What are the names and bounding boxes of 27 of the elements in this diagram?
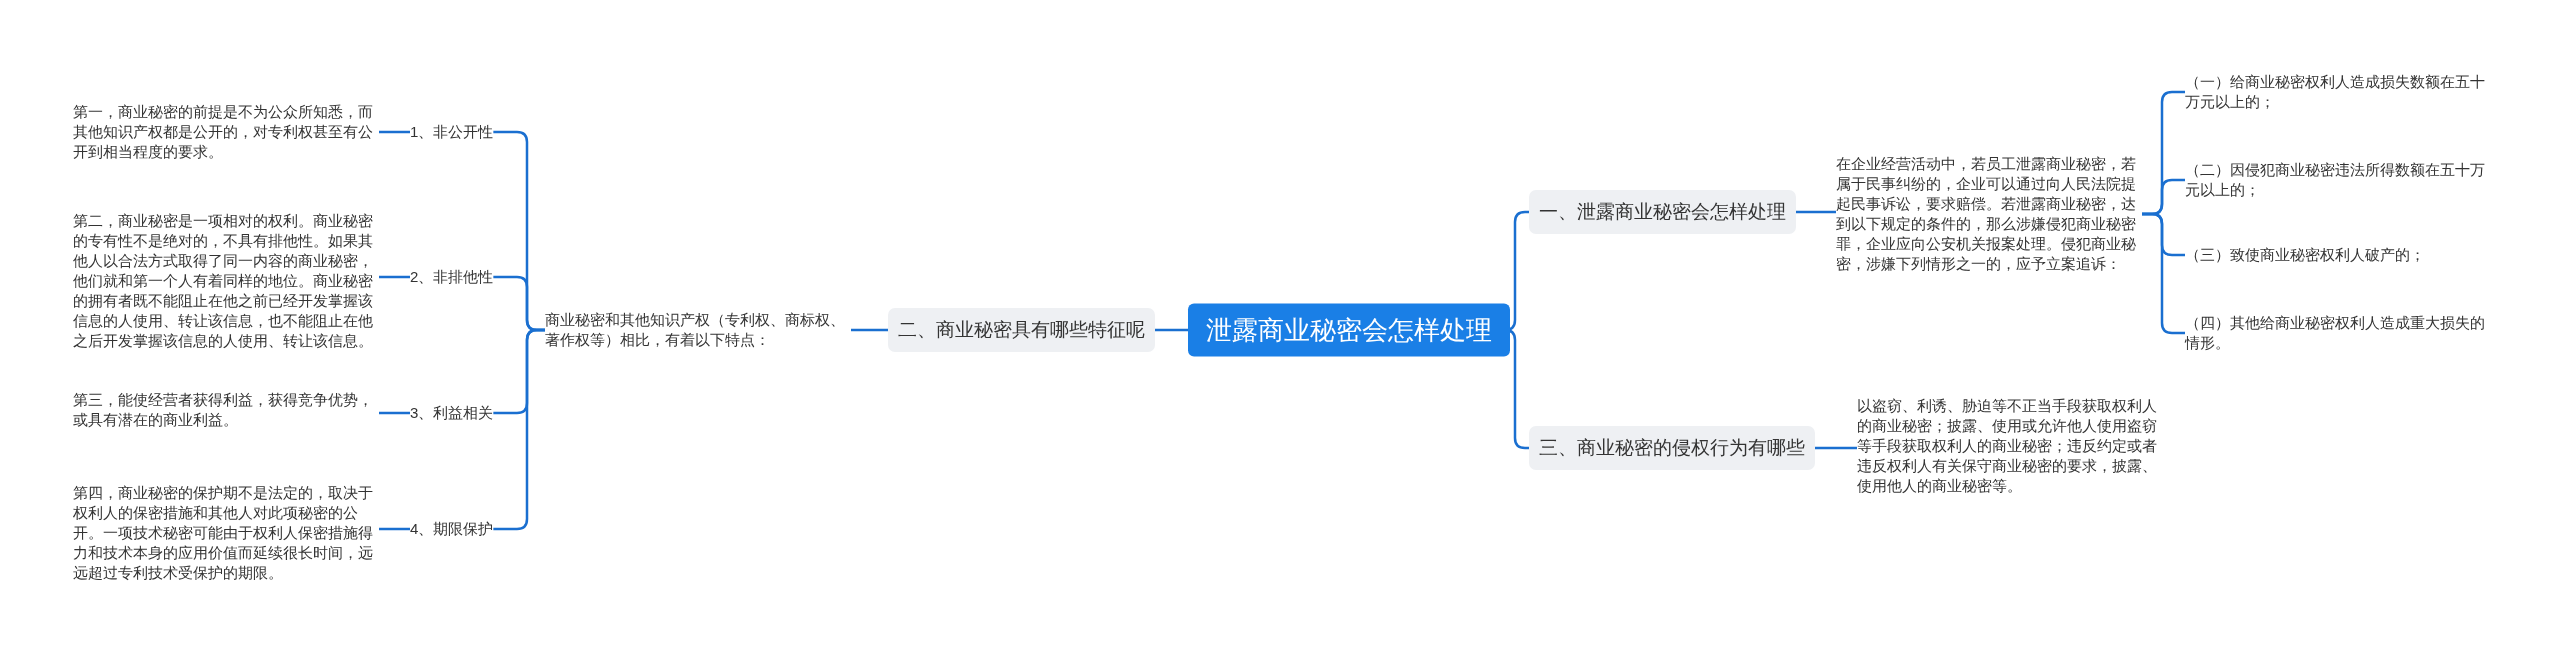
connector-line (379, 275, 410, 279)
description-text: 第一，商业秘密的前提是不为公众所知悉，而其他知识产权都是公开的，对专利权甚至有公开到相当程度的要求。 (73, 102, 379, 162)
connector-line (1796, 210, 1836, 214)
connector-line (1155, 328, 1188, 332)
description-text: （一）给商业秘密权利人造成损失数额在五十万元以上的； (2185, 72, 2491, 112)
description-text: （三）致使商业秘密权利人破产的； (2185, 245, 2491, 265)
topic-box: 一、泄露商业秘密会怎样处理 (1529, 190, 1796, 234)
subtopic-label: 3、利益相关 (410, 403, 494, 423)
connector-line (379, 130, 410, 134)
subtopic-label: 1、非公开性 (410, 122, 494, 142)
description-text: 第二，商业秘密是一项相对的权利。商业秘密的专有性不是绝对的，不具有排他性。如果其他人以合法方式取得了同一内容的商业秘密，他们就和第一个人有着同样的地位。商业秘密的拥有者既不能阻止在他之前已经开发掌握该信息的人使用、转让该信息，也不能阻止在他之后开发掌握该信息的人使用、转让该信息。 (73, 211, 379, 351)
connector-line (851, 328, 888, 332)
description-text: 第三，能使经营者获得利益，获得竞争优势，或具有潜在的商业利益。 (73, 390, 379, 430)
description-text: 在企业经营活动中，若员工泄露商业秘密，若属于民事纠纷的，企业可以通过向人民法院提起民事诉讼，要求赔偿。若泄露商业秘密，达到以下规定的条件的，那么涉嫌侵犯商业秘密罪，企业应向公安机关报案处理。侵犯商业秘密，涉嫌下列情形之一的，应予立案追诉： (1836, 154, 2142, 274)
description-text: 第四，商业秘密的保护期不是法定的，取决于权利人的保密措施和其他人对此项秘密的公开。一项技术秘密可能由于权利人保密措施得力和技术本身的应用价值而延续很长时间，远远超过专利技术受保护的期限。 (73, 483, 379, 583)
description-text: （二）因侵犯商业秘密违法所得数额在五十万元以上的； (2185, 160, 2491, 200)
central-topic: 泄露商业秘密会怎样处理 (1188, 303, 1510, 357)
subtopic-label: 4、期限保护 (410, 519, 494, 539)
connector-line (1815, 446, 1857, 450)
topic-box: 三、商业秘密的侵权行为有哪些 (1529, 426, 1815, 470)
connector-line (379, 527, 410, 531)
topic-box: 二、商业秘密具有哪些特征呢 (888, 308, 1155, 352)
description-text: 商业秘密和其他知识产权（专利权、商标权、著作权等）相比，有着以下特点： (545, 310, 851, 350)
subtopic-label: 2、非排他性 (410, 267, 494, 287)
description-text: （四）其他给商业秘密权利人造成重大损失的情形。 (2185, 313, 2491, 353)
description-text: 以盗窃、利诱、胁迫等不正当手段获取权利人的商业秘密；披露、使用或允许他人使用盗窃等手段获取权利人的商业秘密；违反约定或者违反权利人有关保守商业秘密的要求，披露、使用他人的商业秘密等。 (1857, 396, 2163, 496)
connector-line (379, 411, 410, 415)
